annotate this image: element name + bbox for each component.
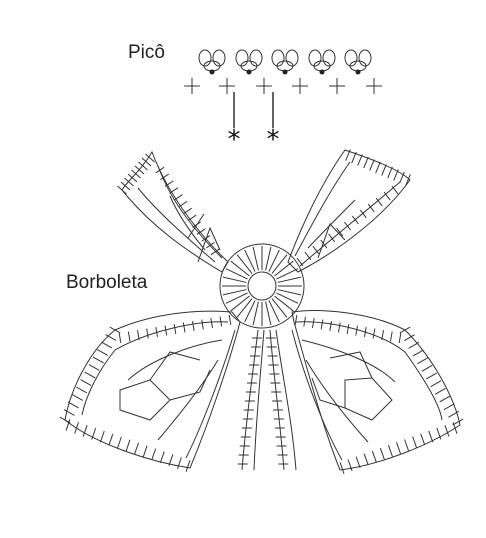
single-crochet-symbol	[292, 78, 308, 94]
pico-label: Picô	[128, 42, 165, 63]
pico-motif	[235, 49, 263, 75]
center-spokes	[222, 246, 302, 326]
wing-lower-right	[291, 310, 464, 474]
asterisk-mark: *	[267, 125, 280, 155]
asterisk-mark: *	[228, 125, 241, 155]
single-crochet-symbol	[329, 78, 345, 94]
butterfly-chart	[59, 149, 464, 474]
wing-upper-right	[287, 149, 411, 273]
borboleta-label: Borboleta	[66, 272, 148, 293]
pico-loops	[198, 49, 372, 75]
wing-lower-left	[59, 310, 241, 472]
center-ring-inner	[247, 271, 277, 301]
center-ring-outer	[219, 243, 305, 329]
single-crochet-symbol	[366, 78, 382, 94]
single-crochet-symbol	[184, 78, 200, 94]
single-crochet-symbol	[256, 78, 272, 94]
pico-motif	[308, 49, 336, 75]
pico-motif	[198, 49, 226, 75]
single-crochet-symbol	[219, 78, 235, 94]
pico-stitch-row	[184, 78, 382, 94]
wing-upper-left	[117, 150, 229, 273]
body-chains	[237, 329, 297, 471]
pico-motif	[271, 49, 299, 75]
pico-chart: * *	[184, 49, 382, 155]
pico-motif	[344, 49, 372, 75]
